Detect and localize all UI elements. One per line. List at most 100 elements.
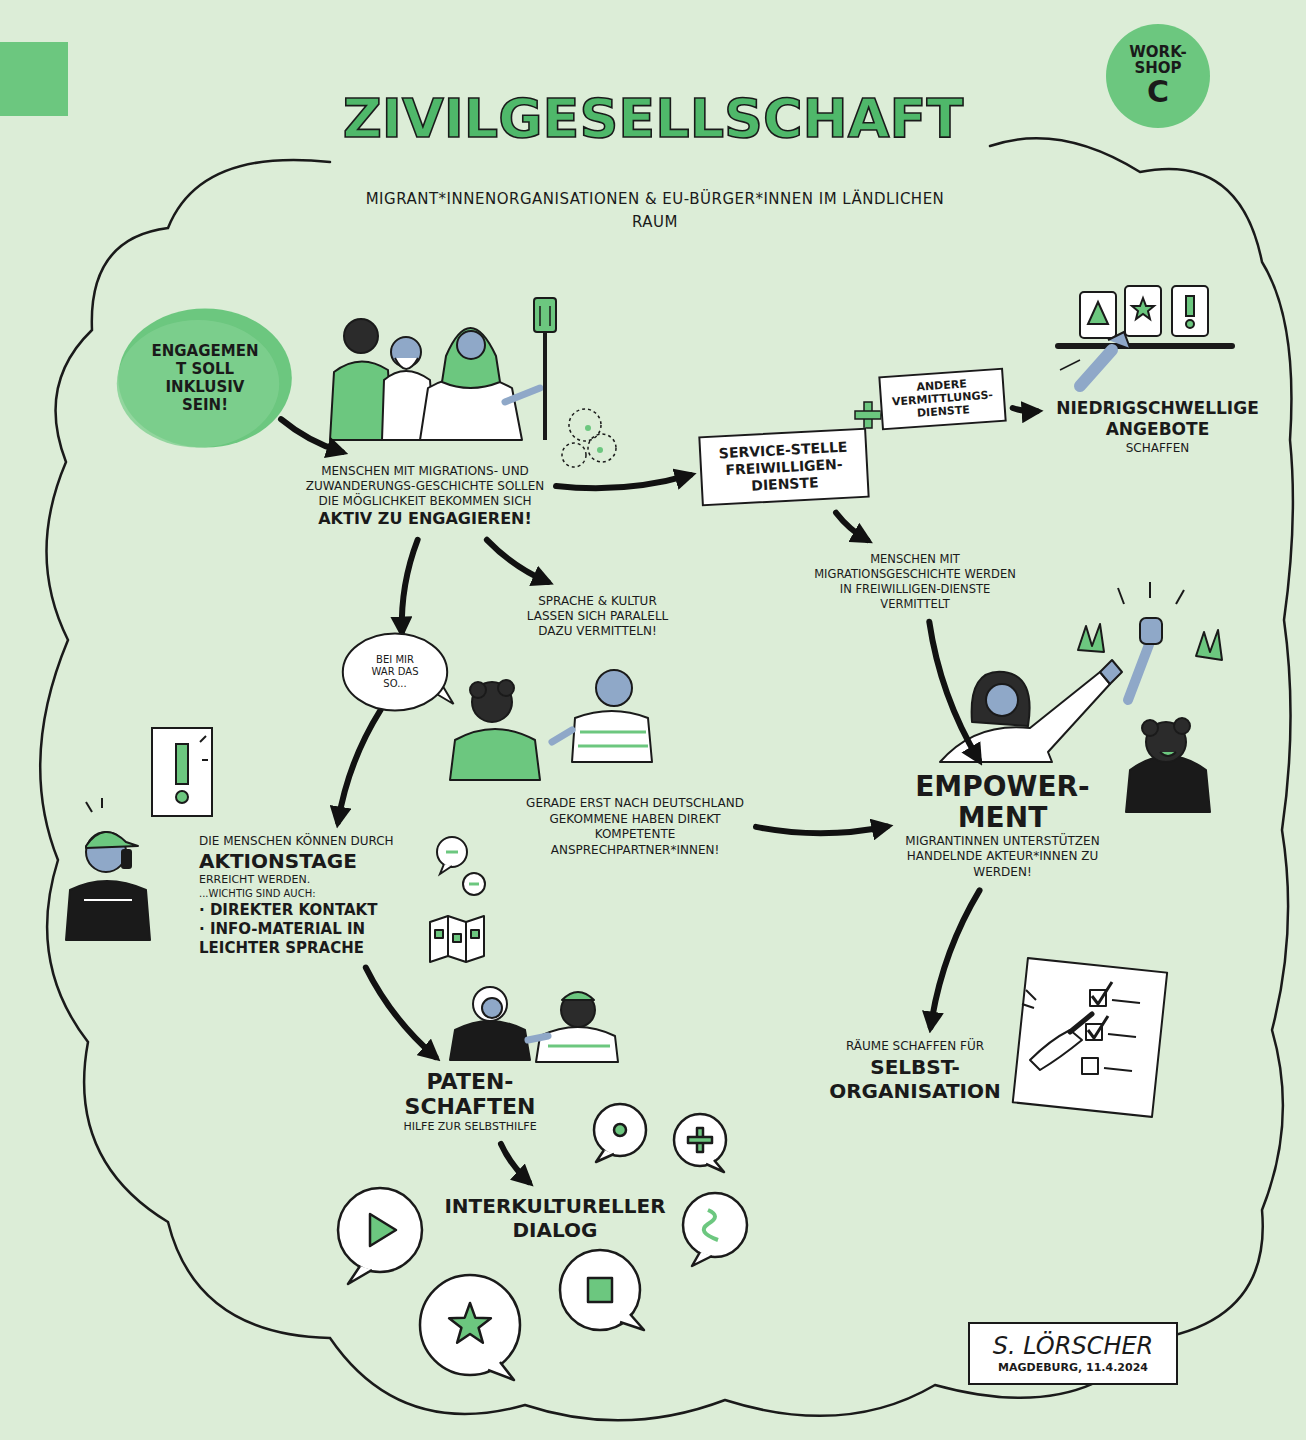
connector-arrow — [836, 513, 867, 540]
checklist — [1026, 990, 1036, 1000]
node-text: SELBST-ORGANISATION — [824, 1055, 1006, 1103]
jars-shelf — [1172, 286, 1208, 336]
people-group — [539, 306, 541, 326]
talking-people — [470, 682, 486, 698]
subtitle: MIGRANT*INNENORGANISATIONEN & EU-BÜRGER*… — [350, 188, 960, 235]
cloud-outline — [40, 138, 1293, 1420]
chat-icons — [440, 864, 452, 874]
dialog-bubbles — [420, 1275, 520, 1375]
poster — [152, 728, 212, 816]
signature-box: S. LÖRSCHERMAGDEBURG, 11.4.2024 — [968, 1322, 1178, 1385]
checklist — [1030, 1030, 1082, 1070]
connector-arrow — [556, 475, 690, 488]
dialog-bubbles — [594, 1104, 646, 1156]
text-block: EMPOWER-MENTMIGRANTINNEN UNTERSTÜTZEN HA… — [895, 768, 1110, 884]
node-text: GERADE ERST NACH DEUTSCHLAND GEKOMMENE H… — [524, 796, 746, 858]
checklist — [1088, 1016, 1108, 1038]
node-text: WORK-SHOP — [1112, 45, 1204, 77]
node-text: INTERKULTURELLER DIALOG — [434, 1194, 676, 1242]
text-block: GERADE ERST NACH DEUTSCHLAND GEKOMMENE H… — [520, 792, 750, 862]
bubble-outline — [343, 634, 447, 711]
node-text: MAGDEBURG, 11.4.2024 — [980, 1361, 1166, 1375]
jars-shelf — [1058, 343, 1232, 349]
dialog-bubbles — [338, 1104, 747, 1380]
checklist — [1082, 1058, 1098, 1074]
connector-arrow — [281, 419, 342, 452]
checklist — [1022, 1004, 1034, 1008]
leaflet — [465, 922, 467, 962]
connector-arrow — [338, 710, 381, 822]
dialog-bubbles — [697, 1128, 703, 1152]
chat-icons — [463, 873, 485, 895]
people-group — [330, 361, 392, 440]
node-text: · DIREKTER KONTAKT — [199, 901, 421, 920]
text-block: RÄUME SCHAFFEN FÜRSELBST-ORGANISATION — [820, 1035, 1010, 1107]
leaflet — [430, 916, 484, 962]
node-text: MIGRANTINNEN UNTERSTÜTZEN HANDELNDE AKTE… — [899, 834, 1106, 881]
jars-shelf — [1058, 286, 1232, 386]
checklist — [1070, 1014, 1092, 1032]
phone-person — [86, 802, 92, 812]
chat-icons — [437, 837, 467, 867]
text-block: MENSCHEN MIT MIGRATIONS- UND ZUWANDERUNG… — [300, 460, 550, 534]
checklist — [1086, 1024, 1102, 1040]
dialog-bubbles — [596, 1150, 614, 1162]
node-text: SCHAFFEN — [1049, 441, 1266, 457]
highlight-blob: ENGAGEMENT SOLL INKLUSIV SEIN! — [135, 320, 275, 436]
empowerment-people — [972, 672, 1030, 726]
node-text: RÄUME SCHAFFEN FÜR — [824, 1039, 1006, 1055]
jars-shelf — [1088, 302, 1108, 324]
checklist — [1090, 990, 1106, 1006]
leaflet — [447, 916, 449, 956]
people-group — [395, 358, 418, 369]
plant — [585, 425, 591, 431]
poster — [152, 728, 212, 816]
mentoring-people — [450, 1021, 530, 1060]
empowerment-people — [1196, 630, 1222, 660]
jars-shelf — [1125, 286, 1161, 336]
mentoring-people — [473, 987, 507, 1021]
plus-sign — [855, 402, 881, 428]
people-group — [442, 328, 500, 388]
talking-people — [472, 682, 512, 722]
empowerment-people — [1160, 752, 1176, 756]
jars-shelf — [1080, 292, 1116, 338]
people-group — [543, 330, 547, 440]
dialog-bubbles — [560, 1250, 640, 1330]
talking-people — [580, 731, 646, 734]
corner-tab — [0, 42, 68, 116]
checklist — [1092, 982, 1112, 1004]
dialog-bubbles — [704, 1210, 718, 1240]
people-group — [534, 298, 556, 332]
connector-arrow — [756, 827, 887, 834]
people-group — [549, 306, 551, 326]
mentoring-people — [528, 1036, 548, 1040]
jars-shelf — [1080, 350, 1112, 386]
node-text: DIE MENSCHEN KÖNNEN DURCH — [199, 834, 421, 849]
people-group — [420, 376, 522, 440]
node-text: MENSCHEN MIT MIGRATIONS- UND ZUWANDERUNG… — [304, 464, 546, 509]
connector-arrow — [929, 622, 979, 760]
empowerment-people — [986, 684, 1018, 716]
people-group — [457, 331, 485, 359]
people-group — [505, 388, 540, 402]
empowerment-people — [1174, 718, 1190, 734]
jars-shelf — [1186, 320, 1194, 328]
plant — [588, 434, 616, 462]
text-block: SPRACHE & KULTUR LASSEN SICH PARALELL DA… — [510, 590, 685, 643]
text-block: MENSCHEN MIT MIGRATIONSGESCHICHTE WERDEN… — [810, 548, 1020, 616]
mentoring-people — [482, 998, 502, 1018]
dialog-bubbles — [674, 1114, 726, 1166]
dialog-bubbles — [706, 1160, 724, 1172]
jars-shelf — [1132, 298, 1154, 319]
empowerment-people — [940, 672, 1110, 762]
talking-people — [572, 711, 652, 762]
phone-person — [122, 850, 131, 868]
empowerment-people — [1100, 660, 1122, 684]
checklist — [1013, 958, 1167, 1117]
plant — [562, 409, 616, 467]
node-text: ...WICHTIG SIND AUCH: — [199, 887, 421, 901]
plant — [597, 447, 603, 453]
poster — [176, 791, 188, 803]
poster — [202, 759, 208, 761]
